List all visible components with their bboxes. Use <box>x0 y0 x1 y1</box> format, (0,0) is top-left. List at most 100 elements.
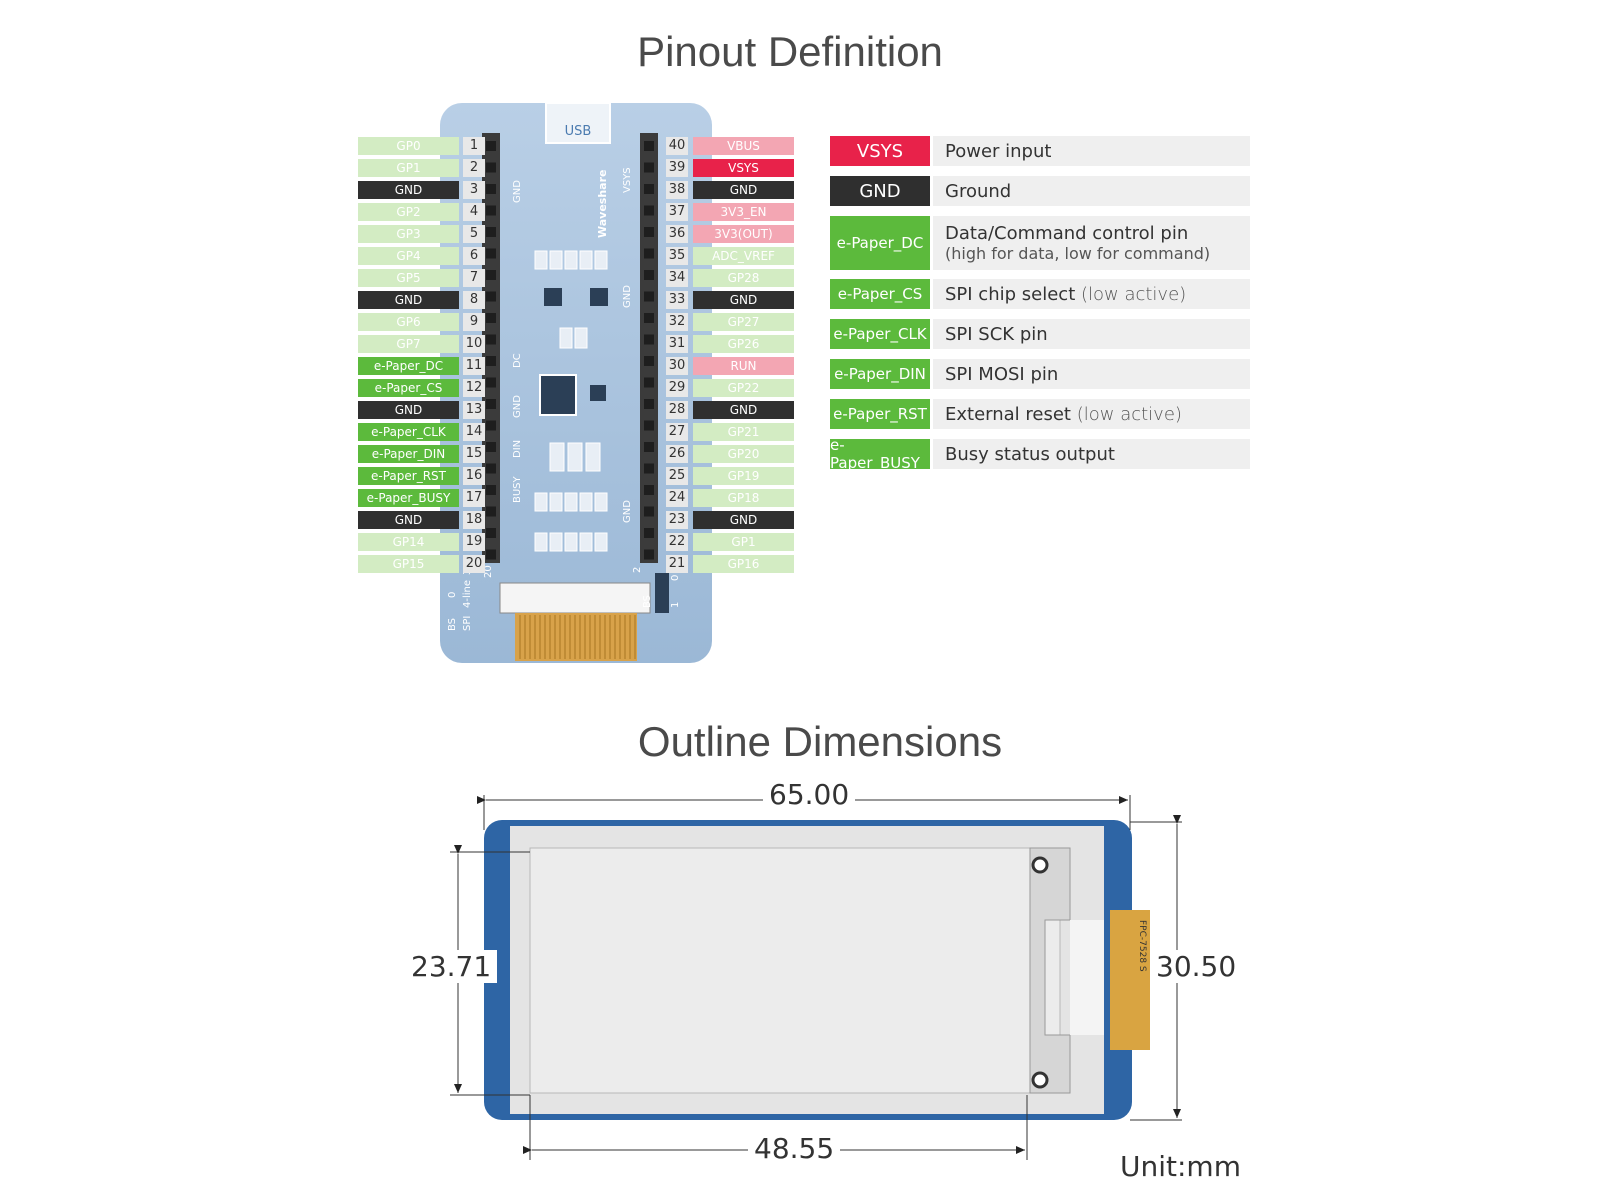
pin-number: 7 <box>463 269 485 287</box>
pin-label: GP15 <box>358 555 459 573</box>
pin-number: 18 <box>463 511 485 529</box>
legend-desc-sub: (high for data, low for command) <box>945 244 1211 263</box>
pin-number: 13 <box>463 401 485 419</box>
legend-description: External reset (low active) <box>933 399 1250 429</box>
pin-row: RUN 30 <box>666 357 794 376</box>
pin-number: 20 <box>463 555 485 573</box>
pin-number: 16 <box>463 467 485 485</box>
legend-tag: GND <box>830 176 930 206</box>
pin-number: 14 <box>463 423 485 441</box>
header-hole <box>644 184 654 194</box>
pin-label: VBUS <box>693 137 794 155</box>
pin-label: GND <box>693 511 794 529</box>
fpc-cable <box>1110 910 1150 1050</box>
dim-display-width-label: 48.55 <box>748 1132 841 1165</box>
pin-label: GP6 <box>358 313 459 331</box>
pin-label: GND <box>693 291 794 309</box>
header-hole <box>486 549 496 560</box>
legend-desc-text: Busy status output <box>945 443 1115 465</box>
legend-desc-text: SPI MOSI pin <box>945 363 1059 385</box>
pin-label: GP5 <box>358 269 459 287</box>
pin-label: GND <box>693 401 794 419</box>
header-hole <box>644 528 654 538</box>
pin-label: GP19 <box>693 467 794 485</box>
pin-label: GND <box>358 401 459 419</box>
pin-number: 9 <box>463 313 485 331</box>
pin-number: 28 <box>666 401 688 419</box>
header-hole <box>486 313 496 323</box>
pin-number: 39 <box>666 159 688 177</box>
header-hole <box>486 463 496 474</box>
mount-hole-top <box>1031 856 1049 874</box>
legend-desc-note: (low active) <box>1080 283 1187 305</box>
header-hole <box>486 485 496 495</box>
header-hole <box>644 205 654 216</box>
pin-number: 4 <box>463 203 485 221</box>
pin-row: GP20 26 <box>666 445 794 464</box>
silk-0-left: 0 <box>447 592 458 598</box>
header-hole <box>644 506 654 517</box>
legend-description: Power input <box>933 136 1250 166</box>
header-hole <box>486 420 496 431</box>
pin-label: RUN <box>693 357 794 375</box>
legend-desc-text: External reset <box>945 403 1077 425</box>
pin-label: GP14 <box>358 533 459 551</box>
header-hole <box>644 356 654 366</box>
silk-brand: Waveshare <box>596 170 609 238</box>
pin-label: e-Paper_BUSY <box>358 489 459 507</box>
legend-description: Ground <box>933 176 1250 206</box>
pin-label: GP20 <box>693 445 794 463</box>
pin-number: 11 <box>463 357 485 375</box>
legend-description: SPI chip select (low active) <box>933 279 1250 309</box>
pin-label: ADC_VREF <box>693 247 794 265</box>
pin-number: 3 <box>463 181 485 199</box>
legend-desc-note: (low active) <box>1076 403 1182 425</box>
pin-number: 24 <box>666 489 688 507</box>
header-hole <box>486 162 496 173</box>
pin-number: 22 <box>666 533 688 551</box>
pin-label: GP16 <box>693 555 794 573</box>
header-hole <box>644 313 654 323</box>
legend-tag: e-Paper_RST <box>830 399 930 429</box>
dimensions-title: Outline Dimensions <box>637 718 1003 765</box>
silk-4line: 4-line <box>462 580 473 608</box>
pinout-title: Pinout Definition <box>637 28 943 75</box>
pin-number: 40 <box>666 137 688 155</box>
mount-hole-bottom <box>1031 1071 1049 1089</box>
pin-number: 35 <box>666 247 688 265</box>
pin-number: 30 <box>666 357 688 375</box>
pin-label: GP1 <box>693 533 794 551</box>
legend-desc-text: SPI SCK pin <box>945 323 1048 345</box>
pin-label: GP1 <box>358 159 459 177</box>
header-hole <box>486 227 496 237</box>
silk-gnd-2: GND <box>622 285 633 308</box>
header-hole <box>486 506 496 517</box>
pin-number: 26 <box>666 445 688 463</box>
silk-bs-left: BS <box>447 618 458 631</box>
pin-row: ADC_VREF 35 <box>666 247 794 266</box>
silk-gnd-3: GND <box>512 395 523 418</box>
pin-label: GND <box>358 291 459 309</box>
pin-label: e-Paper_RST <box>358 467 459 485</box>
pin-number: 1 <box>463 137 485 155</box>
dim-width-label: 65.00 <box>763 778 856 811</box>
